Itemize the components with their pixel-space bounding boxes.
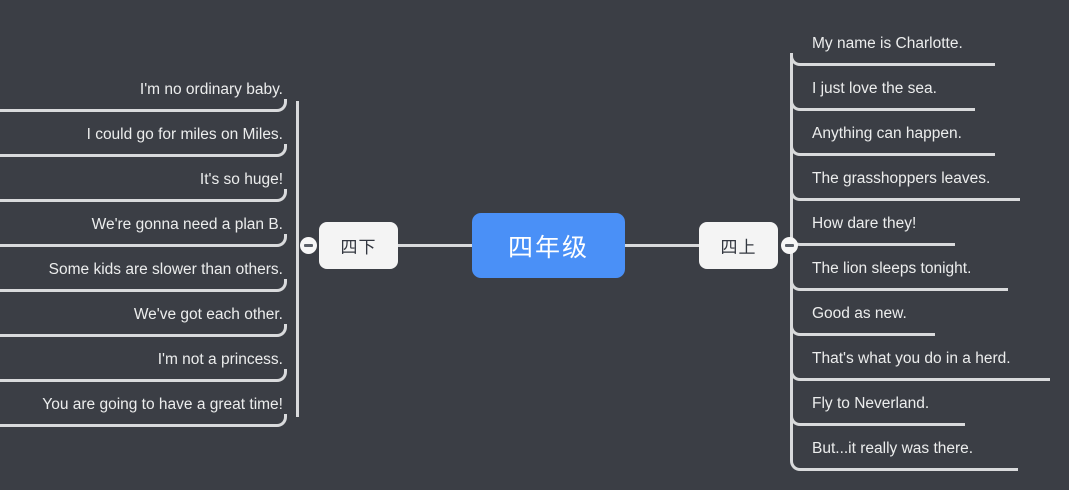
leaf-connector <box>0 234 287 247</box>
leaf-connector <box>790 98 975 111</box>
minus-bar <box>304 244 313 247</box>
leaf-node[interactable]: I'm no ordinary baby. <box>0 67 297 112</box>
leaf-node[interactable]: Fly to Neverland. <box>790 381 965 426</box>
leaf-label: The grasshoppers leaves. <box>812 170 991 187</box>
minus-bar <box>785 244 794 247</box>
root-node-label: 四年级 <box>507 233 589 262</box>
leaf-label: Fly to Neverland. <box>812 395 930 412</box>
leaf-connector <box>0 189 287 202</box>
leaf-label: We're gonna need a plan B. <box>91 216 283 233</box>
leaf-label: I could go for miles on Miles. <box>86 126 283 143</box>
leaf-connector <box>790 458 1018 471</box>
leaf-label: My name is Charlotte. <box>812 35 963 52</box>
branch-right-spine <box>790 55 793 461</box>
leaf-connector <box>790 188 1020 201</box>
leaf-label: But...it really was there. <box>812 440 974 457</box>
leaf-connector <box>790 143 995 156</box>
leaf-node[interactable]: We're gonna need a plan B. <box>0 202 297 247</box>
leaf-connector <box>0 99 287 112</box>
leaf-label: It's so huge! <box>199 171 283 188</box>
leaf-label: We've got each other. <box>133 306 283 323</box>
leaf-node[interactable]: Good as new. <box>790 291 935 336</box>
leaf-node[interactable]: How dare they! <box>790 201 955 246</box>
leaf-connector <box>790 323 935 336</box>
leaf-connector <box>0 414 287 427</box>
leaf-label: I just love the sea. <box>812 80 937 97</box>
root-node[interactable]: 四年级 <box>472 213 625 278</box>
leaf-label: Good as new. <box>812 305 907 322</box>
leaf-label: That's what you do in a herd. <box>812 350 1011 367</box>
leaf-label: How dare they! <box>812 215 917 232</box>
leaf-node[interactable]: I just love the sea. <box>790 66 975 111</box>
node-si-xia[interactable]: 四下 <box>319 222 398 269</box>
leaf-connector <box>790 413 965 426</box>
leaf-connector <box>0 144 287 157</box>
leaf-node[interactable]: I could go for miles on Miles. <box>0 112 297 157</box>
minus-circle-icon-left[interactable] <box>300 237 317 254</box>
leaf-label: Some kids are slower than others. <box>48 261 283 278</box>
leaf-node[interactable]: That's what you do in a herd. <box>790 336 1050 381</box>
leaf-connector <box>790 53 995 66</box>
branch-left-spine <box>296 101 299 417</box>
leaf-connector <box>0 279 287 292</box>
leaf-node[interactable]: Anything can happen. <box>790 111 995 156</box>
leaf-connector <box>0 369 287 382</box>
leaf-node[interactable]: But...it really was there. <box>790 426 1018 471</box>
trunk-connector-right <box>624 244 700 247</box>
leaf-node[interactable]: Some kids are slower than others. <box>0 247 297 292</box>
node-si-shang-label: 四上 <box>720 238 757 257</box>
leaf-label: You are going to have a great time! <box>42 396 283 413</box>
leaf-connector <box>0 324 287 337</box>
leaf-node[interactable]: The grasshoppers leaves. <box>790 156 1020 201</box>
leaf-node[interactable]: The lion sleeps tonight. <box>790 246 1008 291</box>
node-si-shang[interactable]: 四上 <box>699 222 778 269</box>
leaf-label: I'm no ordinary baby. <box>139 81 283 98</box>
leaf-node[interactable]: It's so huge! <box>0 157 297 202</box>
leaf-node[interactable]: My name is Charlotte. <box>790 21 995 66</box>
minus-circle-icon-right[interactable] <box>781 237 798 254</box>
leaf-node[interactable]: I'm not a princess. <box>0 337 297 382</box>
trunk-connector-left <box>398 244 474 247</box>
node-si-xia-label: 四下 <box>340 238 377 257</box>
leaf-label: Anything can happen. <box>812 125 962 142</box>
leaf-label: The lion sleeps tonight. <box>812 260 972 277</box>
leaf-node[interactable]: We've got each other. <box>0 292 297 337</box>
leaf-connector <box>790 278 1008 291</box>
leaf-connector <box>790 368 1050 381</box>
leaf-node[interactable]: You are going to have a great time! <box>0 382 297 427</box>
leaf-label: I'm not a princess. <box>157 351 283 368</box>
